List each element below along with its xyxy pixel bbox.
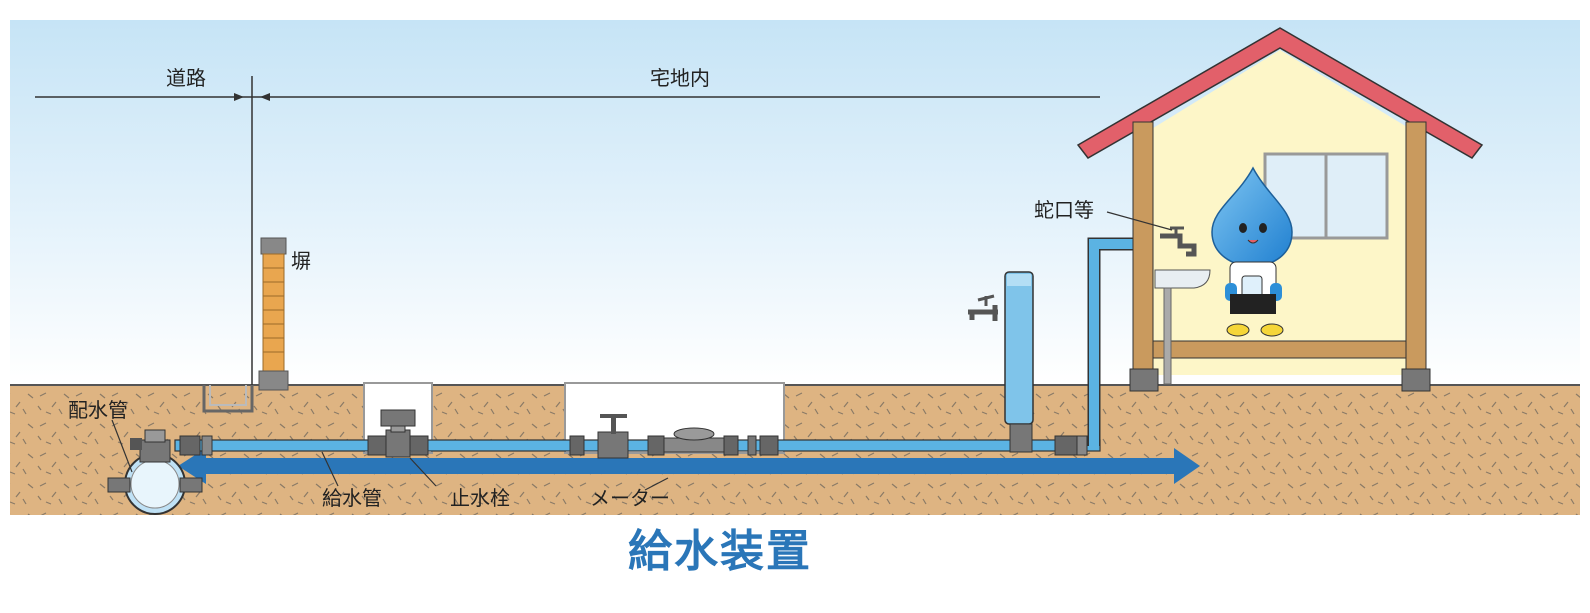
stop-valve-leader xyxy=(409,457,437,487)
distribution-pipe xyxy=(107,429,203,515)
meter-label: メーター xyxy=(590,486,670,510)
service-pipe-leader xyxy=(321,451,339,487)
property-label: 宅地内 xyxy=(650,66,710,90)
sink xyxy=(1154,226,1211,385)
distribution-pipe-leader xyxy=(111,419,133,473)
water-supply-range-arrow xyxy=(178,448,1200,484)
distribution-pipe-label: 配水管 xyxy=(68,398,128,422)
water-drop-mascot xyxy=(1211,166,1293,337)
faucet-label: 蛇口等 xyxy=(1034,198,1094,222)
road-label: 道路 xyxy=(166,66,206,90)
dimension-arrow-left xyxy=(234,93,270,101)
faucet-pointer-line xyxy=(1106,211,1173,231)
meter-leader xyxy=(644,477,669,491)
wall-label: 塀 xyxy=(291,249,311,273)
diagram-caption: 給水装置 xyxy=(628,526,812,577)
water-meter xyxy=(569,414,779,459)
service-pipe-label: 給水管 xyxy=(322,486,382,510)
stop-valve xyxy=(367,409,429,458)
street-gutter xyxy=(202,385,254,413)
outdoor-standpipe xyxy=(968,271,1034,453)
brick-wall xyxy=(258,237,289,391)
stop-valve-label: 止水栓 xyxy=(450,486,510,510)
